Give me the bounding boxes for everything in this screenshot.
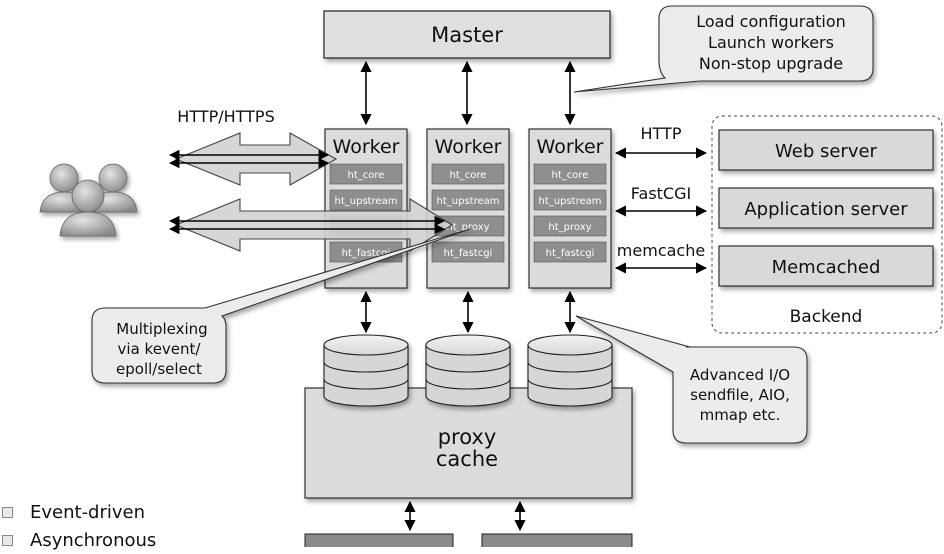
worker-2-module-2: ht_upstream [437,196,500,207]
master-box: Master [323,10,611,59]
master-label: Master [431,23,503,47]
client-connection-arrows [174,132,454,252]
worker-2-title: Worker [435,136,502,158]
backend-web-server-label: Web server [775,141,878,162]
backend-arrows [614,147,708,274]
storage-box-left [304,533,454,547]
worker-1-module-1: ht_core [348,170,385,181]
disk-stack-2 [425,334,511,407]
master-callout: Load configuration Launch workers Non-st… [573,5,874,93]
users-icon [39,163,138,237]
master-worker-arrows [360,60,576,126]
backend-web-server: Web server [718,129,934,171]
advanced-io-line-2: sendfile, AIO, [690,386,790,404]
legend-label-asynchronous: Asynchronous [30,529,157,551]
worker-3-title: Worker [537,136,604,158]
worker-2-module-1: ht_core [450,170,487,181]
worker-3-module-4: ht_fastcgi [546,248,595,259]
backend-application-server: Application server [718,187,934,229]
worker-1-module-2: ht_upstream [335,196,398,207]
client-connection-lines [168,149,446,235]
protocol-fastcgi-label: FastCGI [631,184,691,203]
worker-3-module-3: ht_proxy [548,222,591,233]
proxy-cache-line-2: cache [436,447,498,471]
protocol-http-label: HTTP [641,124,682,143]
cache-bottom-arrows [404,500,526,532]
worker-2-module-3: ht_proxy [446,222,489,233]
advanced-io-line-3: mmap etc. [700,406,781,424]
multiplexing-line-2: via kevent/ [118,340,202,358]
legend-label-event-driven: Event-driven [30,501,146,523]
disk-stack-1 [323,334,409,407]
worker-1-module-4: ht_fastcgi [342,248,391,259]
client-protocol-label: HTTP/HTTPS [177,107,274,126]
disk-stack-3 [527,334,613,407]
multiplexing-callout: Multiplexing via kevent/ epoll/select [91,228,471,384]
storage-box-right [481,533,633,547]
master-callout-line-2: Launch workers [708,33,834,52]
legend-bullet-icon [2,506,13,518]
legend: Event-driven Asynchronous [0,498,156,554]
multiplexing-line-1: Multiplexing [116,320,207,338]
legend-item-asynchronous: Asynchronous [0,526,156,554]
advanced-io-callout: Advanced I/O sendfile, AIO, mmap etc. [575,315,808,444]
master-callout-line-3: Non-stop upgrade [699,54,843,73]
legend-item-event-driven: Event-driven [0,498,156,526]
worker-3-module-1: ht_core [552,170,589,181]
worker-2-module-4: ht_fastcgi [444,248,493,259]
worker-disk-arrows [360,290,576,334]
client-arrow-upper [174,132,338,186]
backend-memcached-label: Memcached [772,257,881,278]
protocol-memcache-label: memcache [617,241,705,260]
worker-3: Worker ht_core ht_upstream ht_proxy ht_f… [528,128,612,289]
advanced-io-line-1: Advanced I/O [690,366,790,384]
multiplexing-line-3: epoll/select [116,360,202,378]
master-callout-line-1: Load configuration [696,12,846,31]
backend-memcached: Memcached [718,245,934,287]
client-arrow-lower [174,198,454,252]
worker-1-title: Worker [333,136,400,158]
backend-application-server-label: Application server [744,199,908,220]
proxy-cache-line-1: proxy [438,425,497,449]
legend-bullet-icon [2,534,13,546]
backend-title: Backend [790,307,863,327]
worker-3-module-2: ht_upstream [539,196,602,207]
worker-2: Worker ht_core ht_upstream ht_proxy ht_f… [426,128,510,289]
